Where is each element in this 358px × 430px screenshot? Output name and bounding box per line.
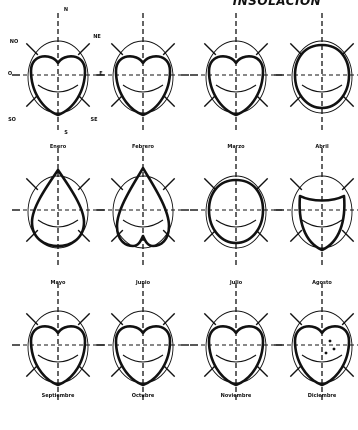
month-diagram-7: [190, 148, 282, 268]
month-diagram-9: [12, 283, 104, 403]
diagonal-ray-1: [111, 178, 123, 190]
diagonal-ray-2: [163, 313, 175, 325]
month-label-8: Agosto: [312, 280, 332, 286]
diagonal-ray-2: [256, 43, 268, 55]
diagonal-ray-2: [163, 178, 175, 190]
sun-dot-1: [329, 340, 332, 343]
month-diagram-1: [12, 13, 104, 133]
compass-label-north: N: [64, 7, 68, 13]
diagonal-ray-1: [111, 43, 123, 55]
month-label-6: Junio: [136, 280, 150, 286]
month-diagram-12: [276, 283, 358, 403]
month-diagram-5: [12, 148, 104, 268]
diagonal-ray-2: [256, 178, 268, 190]
diagonal-ray-2: [78, 178, 90, 190]
month-label-4: Abril: [315, 144, 328, 150]
diagonal-ray-1: [290, 313, 302, 325]
diagonal-ray-2: [342, 313, 354, 325]
month-label-10: Octubre: [132, 393, 155, 399]
diagram-title: INSOLACION: [196, 0, 358, 8]
diagonal-ray-2: [342, 178, 354, 190]
month-label-3: Marzo: [227, 144, 244, 150]
month-diagram-11: [190, 283, 282, 403]
sun-dot-3: [325, 352, 328, 355]
month-label-1: Enero: [50, 144, 66, 150]
compass-label-east: E: [99, 71, 102, 77]
compass-label-southwest: SO: [8, 117, 16, 123]
compass-label-northwest: NO: [10, 39, 18, 45]
compass-label-southeast: SE: [90, 117, 97, 123]
sun-dot-2: [333, 348, 336, 351]
diagonal-ray-2: [256, 313, 268, 325]
month-label-11: Noviembre: [221, 393, 252, 399]
diagonal-ray-1: [290, 178, 302, 190]
month-diagram-3: [190, 13, 282, 133]
month-diagram-8: [276, 148, 358, 268]
diagonal-ray-1: [204, 43, 216, 55]
diagonal-ray-2: [78, 43, 90, 55]
month-diagram-10: [97, 283, 189, 403]
month-label-7: Julio: [230, 280, 242, 286]
diagonal-ray-1: [111, 313, 123, 325]
compass-label-south: S: [64, 130, 68, 136]
month-diagram-2: [97, 13, 189, 133]
month-label-9: Septiembre: [42, 393, 75, 399]
diagonal-ray-2: [78, 313, 90, 325]
diagonal-ray-1: [26, 313, 38, 325]
diagonal-ray-1: [26, 43, 38, 55]
diagonal-ray-1: [290, 43, 302, 55]
month-diagram-4: [276, 13, 358, 133]
month-label-5: Mayo: [51, 280, 66, 286]
diagonal-ray-1: [204, 313, 216, 325]
diagonal-ray-1: [204, 178, 216, 190]
month-diagram-6: [97, 148, 189, 268]
compass-label-west: O: [8, 71, 12, 77]
month-label-2: Febrero: [132, 144, 154, 150]
compass-label-northeast: NE: [93, 34, 101, 40]
month-label-12: Diciembre: [308, 393, 337, 399]
diagonal-ray-2: [163, 43, 175, 55]
diagonal-ray-1: [26, 178, 38, 190]
diagonal-ray-2: [342, 43, 354, 55]
